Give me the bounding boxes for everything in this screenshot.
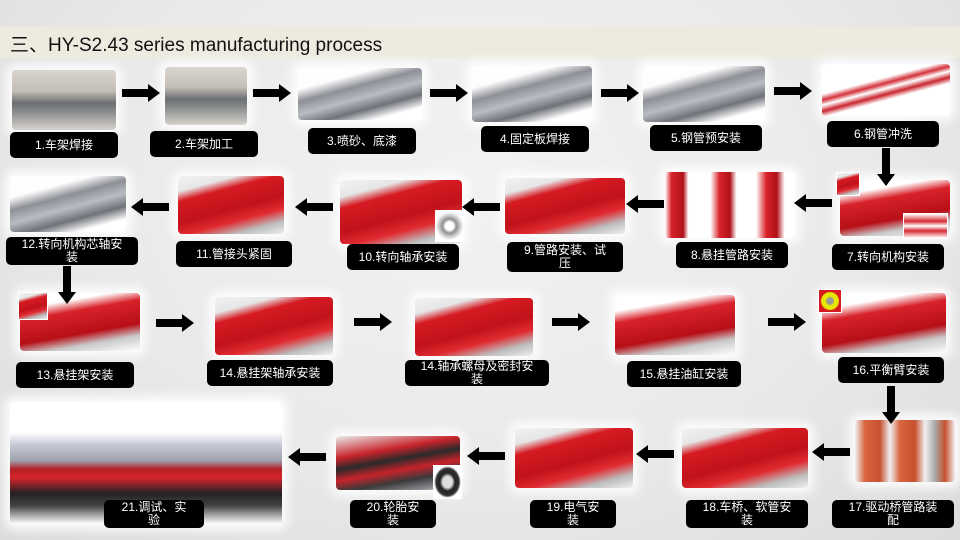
step-6-image [822,64,950,116]
step-9-label-line1: 9.管路安装、试 [523,243,606,257]
step-6-label: 6.钢管冲洗 [827,121,939,147]
arrow-left-20-21 [288,448,326,466]
step-7-label: 7.转向机构安装 [832,244,944,270]
step-15-label: 15.悬挂油缸安装 [627,361,741,387]
step-1-image [12,70,116,130]
step-17-image [855,420,955,482]
step-21-label-line1: 21.调试、实 [121,500,187,514]
step-18-label-line1: 18.车桥、软管安 [702,500,792,514]
arrow-down-16-17 [882,386,900,424]
step-20-label-line2: 装 [386,513,399,527]
step-4-label: 4.固定板焊接 [481,126,589,152]
step-4-image [472,66,592,122]
step-14a-label: 14.悬挂架轴承安装 [207,360,333,386]
step-14b-label-line2: 装 [470,372,483,386]
title-band [0,27,960,58]
arrow-right-2-3 [253,84,291,102]
step-13-inset-part [18,292,48,320]
step-9-image [505,178,625,234]
step-14a-image [215,297,333,355]
arrow-left-10-11 [295,198,333,216]
step-12-label-line2: 装 [65,250,78,264]
step-14b-label: 14.轴承螺母及密封安 装 [405,360,549,386]
step-9-label: 9.管路安装、试 压 [507,242,623,272]
arrow-right-13-14a [156,314,194,332]
arrow-right-5-6 [774,82,812,100]
step-19-image [515,428,633,488]
step-21-label-line2: 验 [147,513,160,527]
step-18-image [682,428,808,488]
step-18-label: 18.车桥、软管安 装 [686,500,808,528]
step-9-label-line2: 压 [558,256,571,270]
step-7-inset-diagram [903,213,948,239]
step-12-label: 12.转向机构芯轴安 装 [6,237,138,265]
step-2-label: 2.车架加工 [150,131,258,157]
step-14b-image [415,298,533,356]
arrow-left-7-8 [794,194,832,212]
step-15-image [615,295,735,355]
step-5-label: 5.钢管预安装 [650,125,762,151]
step-3-label: 3.喷砂、底漆 [308,128,416,154]
step-16-image [822,293,946,353]
page-title: 三、HY-S2.43 series manufacturing process [10,35,383,56]
step-20-label-line1: 20.轮胎安 [366,500,420,514]
arrow-left-8-9 [626,195,664,213]
arrow-right-14a-14b [354,313,392,331]
arrow-right-3-4 [430,84,468,102]
step-19-label-line1: 19.电气安 [546,500,600,514]
step-13-label: 13.悬挂架安装 [16,362,134,388]
arrow-left-11-12 [131,198,169,216]
arrow-left-18-19 [636,445,674,463]
step-3-image [298,68,422,120]
arrow-right-1-2 [122,84,160,102]
step-11-label: 11.管接头紧固 [176,241,292,267]
step-10-inset-gear [435,210,464,242]
step-8-label: 8.悬挂管路安装 [676,242,788,268]
step-10-label: 10.转向轴承安装 [347,244,459,270]
step-14b-label-line1: 14.轴承螺母及密封安 [420,359,534,373]
step-17-label: 17.驱动桥管路装 配 [832,500,954,528]
step-21-label: 21.调试、实 验 [104,500,204,528]
arrow-left-9-10 [462,198,500,216]
step-8-image [665,172,795,238]
step-17-label-line2: 配 [886,513,899,527]
step-1-label: 1.车架焊接 [10,132,118,158]
arrow-right-15-16 [768,313,806,331]
arrow-left-19-20 [467,447,505,465]
step-5-image [643,66,765,122]
arrow-left-17-18 [812,443,850,461]
step-12-image [10,176,126,232]
step-16-label: 16.平衡臂安装 [838,357,944,383]
step-19-label-line2: 装 [566,513,579,527]
step-17-label-line1: 17.驱动桥管路装 [848,500,938,514]
arrow-right-14b-15 [552,313,590,331]
step-20-inset-tire [433,465,462,499]
step-12-label-line1: 12.转向机构芯轴安 [21,237,123,251]
step-20-label: 20.轮胎安 装 [350,500,436,528]
step-18-label-line2: 装 [740,513,753,527]
step-19-label: 19.电气安 装 [530,500,616,528]
arrow-right-4-5 [601,84,639,102]
step-16-inset-seal [818,289,842,313]
step-2-image [165,67,247,125]
step-7-inset-bearing [836,172,860,196]
step-11-image [178,176,284,234]
